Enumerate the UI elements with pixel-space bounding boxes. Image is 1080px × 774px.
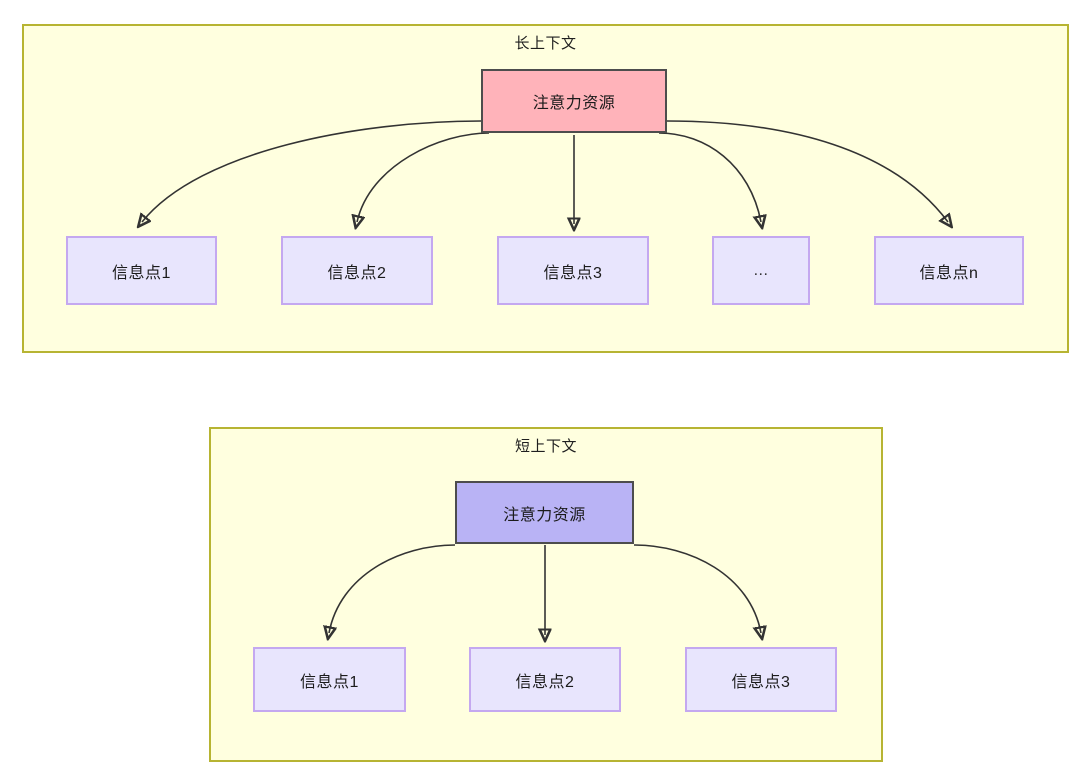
node-info-point-ellipsis-long-label: ... — [753, 261, 769, 279]
node-info-point-3-short-label: 信息点3 — [731, 673, 791, 691]
node-info-point-3-long-label: 信息点3 — [543, 264, 603, 282]
node-info-point-2-short[interactable]: 信息点2 — [469, 647, 621, 712]
node-info-point-1-short[interactable]: 信息点1 — [253, 647, 406, 712]
group-long-context-title: 长上下文 — [514, 35, 577, 52]
node-info-point-2-long-label: 信息点2 — [327, 264, 387, 282]
node-info-point-3-short[interactable]: 信息点3 — [685, 647, 837, 712]
node-info-point-1-long[interactable]: 信息点1 — [66, 236, 217, 305]
node-info-point-1-short-label: 信息点1 — [300, 673, 359, 691]
node-attention-resource-long-label: 注意力资源 — [532, 95, 616, 112]
group-short-context-title: 短上下文 — [514, 438, 577, 455]
node-info-point-2-long[interactable]: 信息点2 — [281, 236, 433, 305]
node-attention-resource-short[interactable]: 注意力资源 — [455, 481, 634, 544]
node-info-point-3-long[interactable]: 信息点3 — [497, 236, 649, 305]
node-info-point-n-long[interactable]: 信息点n — [874, 236, 1024, 305]
node-attention-resource-long[interactable]: 注意力资源 — [481, 69, 667, 133]
node-info-point-n-long-label: 信息点n — [919, 264, 979, 282]
node-attention-resource-short-label: 注意力资源 — [503, 506, 586, 524]
node-info-point-ellipsis-long[interactable]: ... — [712, 236, 810, 305]
node-info-point-2-short-label: 信息点2 — [515, 673, 575, 691]
node-info-point-1-long-label: 信息点1 — [112, 264, 171, 282]
